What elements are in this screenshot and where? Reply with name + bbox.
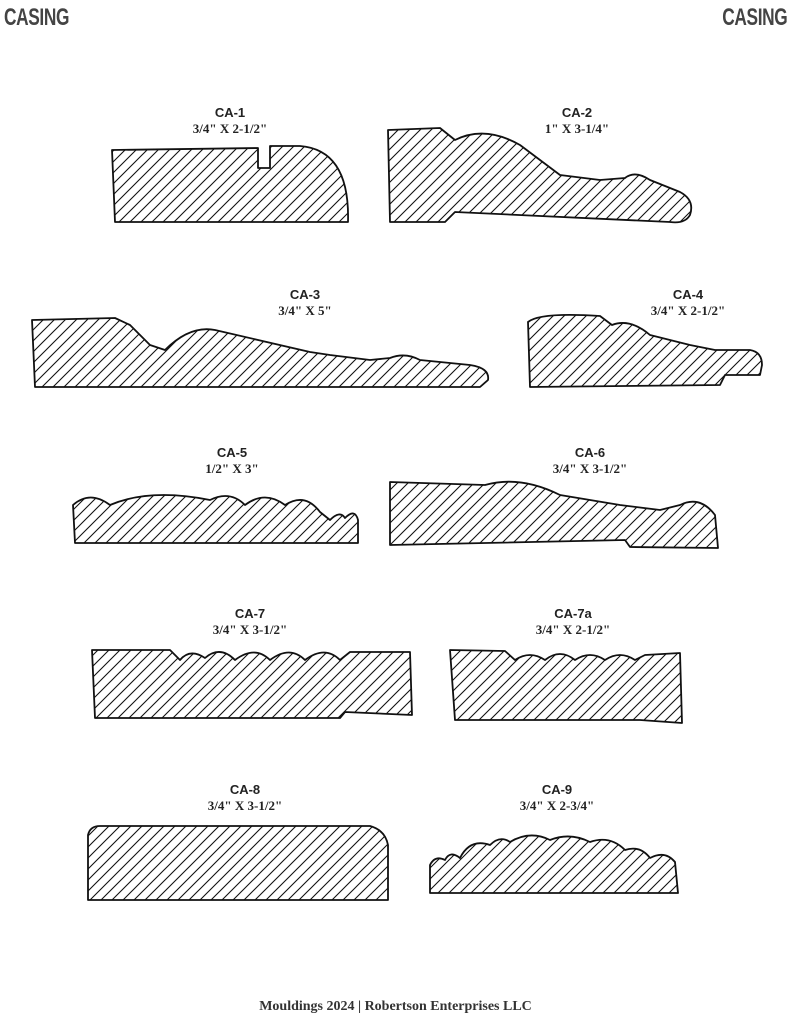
item-code: CA-5 <box>216 445 248 460</box>
profile-ca-1 <box>111 145 349 223</box>
item-code: CA-7 <box>234 606 266 621</box>
item-code: CA-6 <box>574 445 606 460</box>
section-header-right: CASING <box>721 4 787 31</box>
item-code: CA-1 <box>214 105 246 120</box>
item-size: 3/4" X 5" <box>278 303 332 318</box>
item-size: 1/2" X 3" <box>205 461 259 476</box>
item-size: 3/4" X 2-1/2" <box>192 121 268 136</box>
item-code: CA-3 <box>289 287 321 302</box>
profile-ca-5 <box>72 494 359 544</box>
profile-ca-8 <box>87 825 389 901</box>
profile-ca-3 <box>31 317 490 388</box>
item-size: 3/4" X 3-1/2" <box>552 461 628 476</box>
item-code: CA-4 <box>672 287 704 302</box>
item-size: 3/4" X 2-3/4" <box>519 798 595 813</box>
item-size: 3/4" X 2-1/2" <box>535 622 611 637</box>
item-code: CA-9 <box>541 782 573 797</box>
section-header-left: CASING <box>4 4 70 31</box>
item-size: 3/4" X 3-1/2" <box>212 622 288 637</box>
item-size: 3/4" X 2-1/2" <box>650 303 726 318</box>
profile-ca-7 <box>91 649 413 719</box>
profile-ca-2 <box>387 127 693 224</box>
item-code: CA-2 <box>561 105 593 120</box>
item-code: CA-7a <box>554 606 592 621</box>
profile-ca-7a <box>449 649 683 724</box>
profile-ca-9 <box>429 834 679 894</box>
item-code: CA-8 <box>229 782 261 797</box>
page-footer: Mouldings 2024 | Robertson Enterprises L… <box>259 999 532 1014</box>
profile-ca-6 <box>389 480 719 549</box>
item-size: 3/4" X 3-1/2" <box>207 798 283 813</box>
item-size: 1" X 3-1/4" <box>544 121 610 136</box>
profile-ca-4 <box>527 313 763 388</box>
